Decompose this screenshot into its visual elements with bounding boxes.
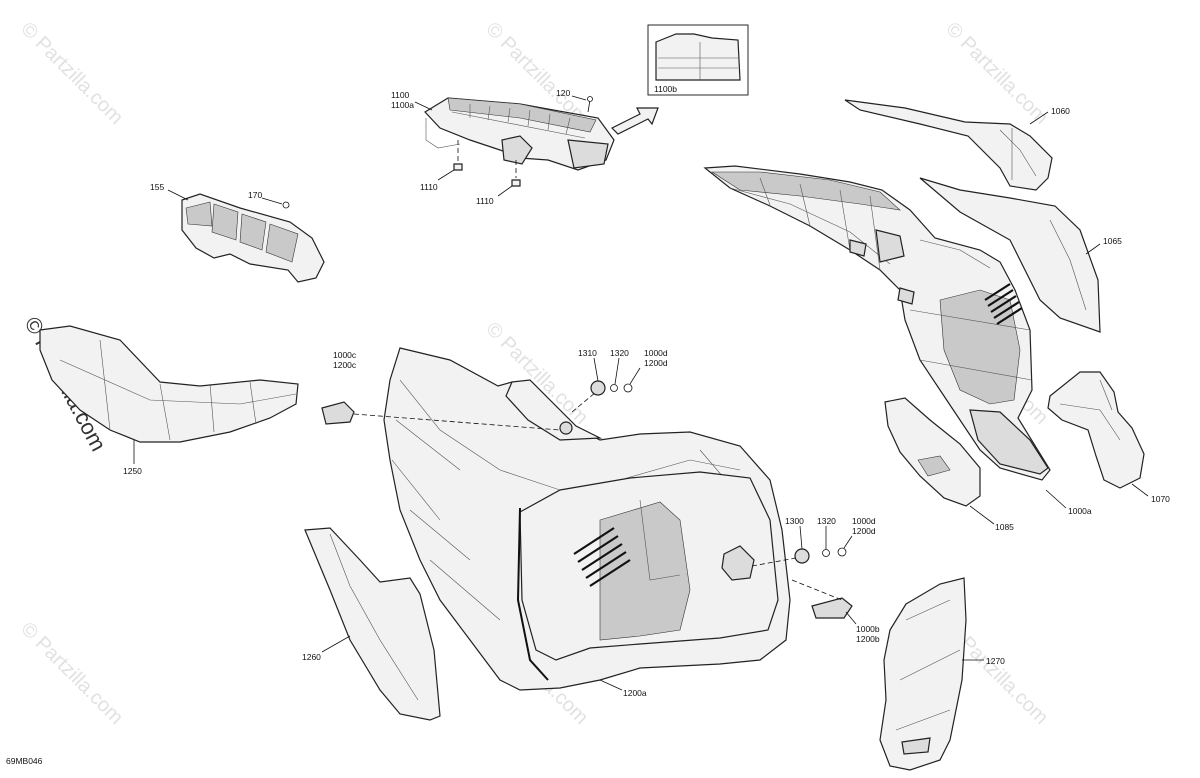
part-1070	[1047, 371, 1145, 489]
callout-1110-right: 1110	[476, 196, 494, 206]
part-1085	[884, 397, 981, 507]
vent-slots-right	[984, 283, 1023, 325]
callout-1320-top: 1320	[610, 348, 629, 358]
callout-1100: 1100	[391, 90, 410, 100]
part-1200a-main-body	[383, 347, 791, 691]
callout-120: 120	[556, 88, 570, 98]
callout-labels: 1100 1100a 120 1110 1110 1100b 1060 1065…	[123, 84, 1170, 698]
part-1100-bracket	[424, 97, 615, 171]
callout-1110-left: 1110	[420, 182, 438, 192]
screw-170	[282, 201, 290, 209]
callout-1060: 1060	[1051, 106, 1070, 116]
part-1000a-right-fairing	[703, 165, 1051, 481]
leader-lines	[133, 95, 1149, 691]
callout-1000d-top: 1000d	[644, 348, 668, 358]
figure-id: 69MB046	[6, 756, 43, 766]
callout-1000c: 1000c	[333, 350, 357, 360]
clip-1000c-left	[321, 401, 561, 431]
callout-1000b: 1000b	[856, 624, 880, 634]
callout-1200a: 1200a	[623, 688, 647, 698]
callout-170: 170	[248, 190, 262, 200]
callout-1085: 1085	[995, 522, 1014, 532]
part-1270	[879, 577, 967, 771]
callout-1000a: 1000a	[1068, 506, 1092, 516]
fastener-1110-left	[453, 140, 463, 171]
callout-1200c: 1200c	[333, 360, 357, 370]
clip-1000b	[791, 579, 853, 619]
callout-1200b: 1200b	[856, 634, 880, 644]
callout-1000d-bot: 1000d	[852, 516, 876, 526]
callout-1100a: 1100a	[391, 100, 414, 110]
callout-1065: 1065	[1103, 236, 1122, 246]
part-155-tray	[181, 193, 325, 283]
fastener-1110-right	[511, 160, 521, 187]
part-1065	[919, 177, 1101, 333]
callout-1310: 1310	[578, 348, 597, 358]
watermark: © Partzilla.com	[16, 618, 127, 729]
part-1260	[304, 527, 441, 721]
part-1060	[844, 99, 1053, 191]
callout-1320-bot: 1320	[817, 516, 836, 526]
callout-1200d-top: 1200d	[644, 358, 668, 368]
callout-1200d-bot: 1200d	[852, 526, 876, 536]
watermark: © Partzilla.com	[16, 18, 127, 129]
callout-1260: 1260	[302, 652, 321, 662]
callout-1270: 1270	[986, 656, 1005, 666]
callout-1300: 1300	[785, 516, 804, 526]
callout-1070: 1070	[1151, 494, 1170, 504]
callout-1250: 1250	[123, 466, 142, 476]
screw-120	[587, 96, 593, 113]
decal-1100b-inset	[610, 24, 749, 135]
vent-slots-main	[573, 527, 631, 587]
callout-155: 155	[150, 182, 164, 192]
callout-1100b: 1100b	[654, 84, 677, 94]
part-1250	[39, 325, 299, 443]
watermark: © Partzilla.com	[941, 18, 1052, 129]
hardware-1310-1320	[571, 380, 633, 413]
